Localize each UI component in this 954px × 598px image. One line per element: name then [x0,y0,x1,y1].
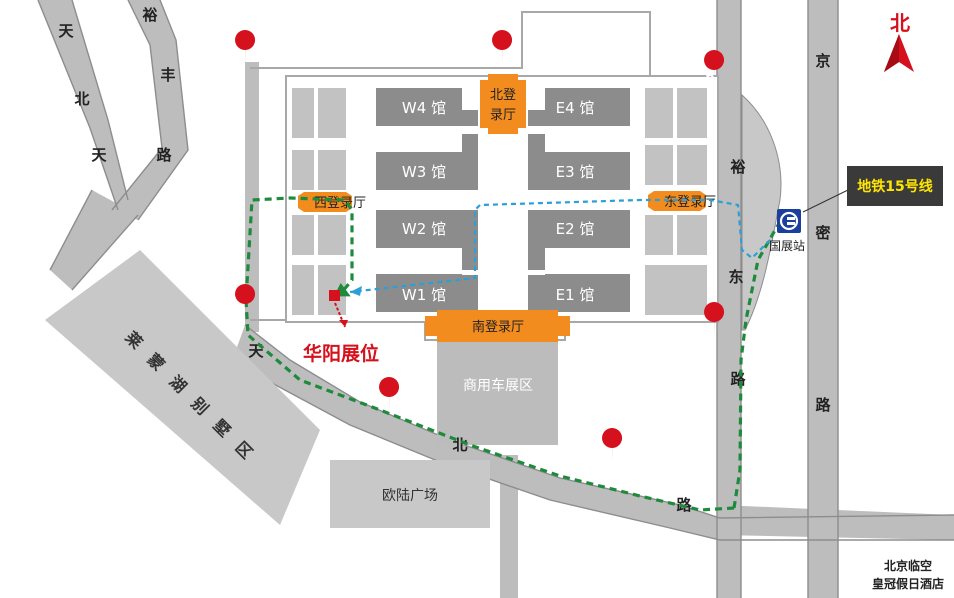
hotel-label: 北京临空 皇冠假日酒店 [866,554,954,598]
hall-label-e2: E2 馆 [556,220,595,238]
svg-text:北登: 北登 [490,88,516,103]
compass-north-label: 北 [890,11,910,35]
road-label-tianbei-1: 天 [58,22,74,40]
hall-label-e1: E1 馆 [556,286,595,304]
metro-callout-line [802,189,849,213]
road-label-yudong-3: 路 [730,370,746,388]
route-green-arrowhead [333,282,351,297]
lobby-south: 南登录厅 [425,310,570,342]
north-compass: 北 [884,11,914,72]
route-green-dashed [244,196,780,512]
hall-e4 [528,88,630,126]
villa-area [45,250,320,525]
commercial-vehicle-block [437,335,558,445]
road-yudong [717,0,741,598]
west-halls [376,88,478,312]
svg-text:3: 3 [236,304,245,319]
svg-text:1: 1 [603,448,612,463]
road-tianbei-upper [38,0,128,210]
gate-markers: 1 2 3 4 5 6 7 [235,30,725,463]
oulu-plaza-block [330,460,490,528]
commercial-area-label: 商用车展区 [463,377,533,394]
booth-label: 华阳展位 [303,342,379,365]
route-blue-dashed [349,198,771,294]
svg-text:4: 4 [236,50,245,65]
road-label-yudong-2: 东 [728,268,743,286]
hall-label-w1: W1 馆 [402,286,446,304]
gate-marker-5: 5 [492,30,513,65]
hall-w1 [376,274,478,312]
hall-label-e4: E4 馆 [556,99,595,117]
road-edges [37,0,954,598]
road-label-tianbei-3: 天 [91,146,107,164]
hall-w4 [376,88,478,126]
gate-marker-6: 6 [704,50,725,85]
road-yufeng [112,0,188,220]
hall-w2 [376,210,478,270]
metro-line-label: 地铁15号线 [857,178,932,195]
hall-label-e3: E3 馆 [556,163,595,181]
road-south-spur [500,455,518,598]
route-blue-arrowhead [350,286,362,296]
west-blocks [292,88,346,315]
metro-line-callout: 地铁15号线 [847,166,943,206]
road-label-tianbei-2: 北 [74,90,89,108]
road-label-yufeng-2: 丰 [160,66,175,84]
svg-text:北京临空: 北京临空 [884,558,932,573]
station-green-belt [741,93,782,331]
gate-marker-4: 4 [235,30,256,65]
road-label-yufeng-1: 裕 [141,6,157,24]
gate-marker-1: 1 [602,428,623,463]
road-label-jingmi-1: 京 [815,52,830,70]
hall-label-w3: W3 馆 [402,163,446,181]
svg-text:东登录厅: 东登录厅 [664,195,716,210]
svg-text:2: 2 [380,397,389,412]
east-halls [528,88,630,312]
road-tianbei-lower [236,325,720,540]
hall-label-w2: W2 馆 [402,220,446,238]
hall-w3 [376,134,478,190]
gate-marker-2: 2 [379,377,400,412]
svg-text:录厅: 录厅 [490,108,516,123]
road-label-jingmi-3: 路 [815,396,831,414]
road-label-tianbei-lower-2: 北 [452,436,467,454]
hall-e3 [528,134,630,190]
oulu-plaza-label: 欧陆广场 [382,488,438,504]
metro-station-label: 国展站 [769,239,805,253]
metro-station: 国展站 [769,209,805,253]
road-label-jingmi-2: 密 [815,224,830,242]
svg-text:5: 5 [493,50,502,65]
hall-label-w4: W4 馆 [402,99,446,117]
booth-marker: 华阳展位 [303,290,379,365]
hall-e2 [528,210,630,270]
hall-e1 [528,274,630,312]
gate-marker-7: 7 [704,302,725,337]
svg-text:6: 6 [705,70,714,85]
road-label-yufeng-3: 路 [156,146,172,164]
svg-text:7: 7 [705,322,714,337]
east-blocks [645,88,707,315]
gate-marker-3: 3 [235,284,256,319]
svg-text:南登录厅: 南登录厅 [472,319,524,335]
lobby-north: 北登 录厅 [480,74,526,134]
svg-text:皇冠假日酒店: 皇冠假日酒店 [872,576,944,591]
road-tianbei-junction [50,190,138,290]
road-label-yudong-1: 裕 [729,158,745,176]
road-jingmi [808,0,838,598]
road-label-tianbei-lower-1: 天 [248,342,264,360]
